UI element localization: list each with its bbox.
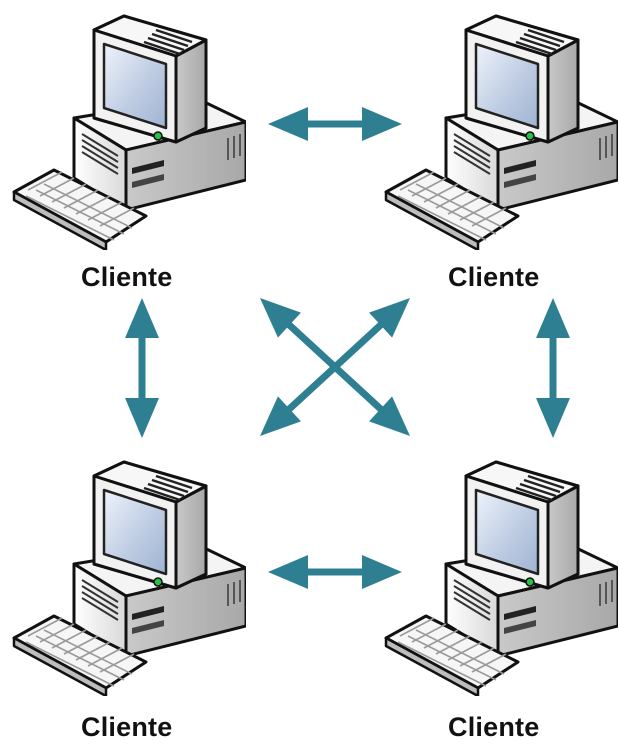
arrow-shaft [282,318,388,416]
arrow-head-end [260,396,301,436]
arrow-head-start [369,298,410,338]
desktop-computer-icon [378,456,618,696]
arrow-top-left-to-bottom-left [125,298,159,438]
arrow-top-left-to-top-right [268,107,402,141]
arrow-head-start [268,555,308,589]
node-label-bottom-right: Cliente [448,712,540,742]
arrow-head-end [362,555,402,589]
arrow-top-right-to-bottom-left [260,298,410,436]
arrow-head-end [536,398,570,438]
arrow-top-right-to-bottom-right [536,298,570,438]
node-client-bottom-right [378,456,618,696]
arrow-head-end [362,107,402,141]
arrow-head-start [268,107,308,141]
desktop-computer-icon [6,10,246,250]
node-label-top-left: Cliente [81,262,173,292]
arrow-head-end [369,396,410,436]
arrow-head-end [125,398,159,438]
node-label-top-right: Cliente [448,262,540,292]
desktop-computer-icon [378,10,618,250]
node-label-bottom-left: Cliente [81,712,173,742]
arrow-head-start [260,298,301,338]
arrow-head-start [125,298,159,338]
node-client-top-right [378,10,618,250]
arrow-head-start [536,298,570,338]
desktop-computer-icon [6,456,246,696]
node-client-bottom-left [6,456,246,696]
node-client-top-left [6,10,246,250]
arrow-bottom-left-to-bottom-right [268,555,402,589]
